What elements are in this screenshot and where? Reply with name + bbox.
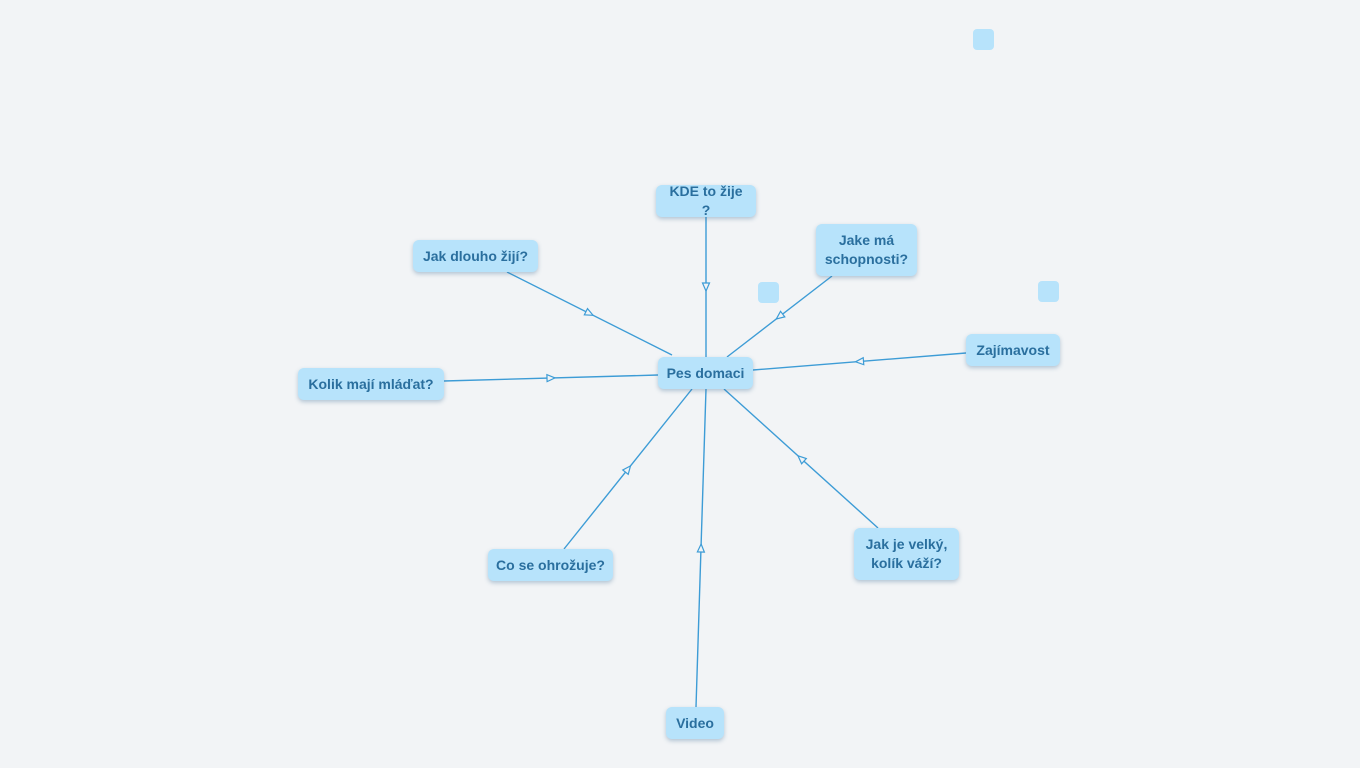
topic-node-kde[interactable]: KDE to žije ? [656,183,756,218]
central-topic-node[interactable]: Pes domaci [658,357,753,389]
empty-node[interactable] [973,29,994,50]
connector-line-ohrozuje [563,388,693,550]
connector-line-zajimavost [752,352,967,371]
topic-node-jak-dlouho[interactable]: Jak dlouho žijí? [413,240,538,272]
arrowhead-icon [775,310,786,320]
arrowhead-icon [546,373,557,383]
empty-node[interactable] [758,282,779,303]
topic-node-co-ohrozuje[interactable]: Co se ohrožuje? [488,549,613,581]
arrowhead-icon [696,542,706,553]
topic-node-jake-schopnosti[interactable]: Jake má schopnosti? [816,224,917,276]
topic-node-jak-velky[interactable]: Jak je velký, kolík váží? [854,528,959,580]
arrowhead-icon [854,356,865,366]
empty-node[interactable] [1038,281,1059,302]
connector-line-velky [723,388,879,529]
arrowhead-icon [796,454,808,465]
connector-line-video [695,388,707,708]
arrowhead-icon [701,282,711,293]
topic-node-kolik-mladat[interactable]: Kolik mají mláďat? [298,368,444,400]
topic-node-video[interactable]: Video [666,707,724,739]
topic-node-zajimavost[interactable]: Zajímavost [966,334,1060,366]
connector-line-dlouho [506,271,673,356]
arrowhead-icon [621,464,632,476]
connector-line-kolik [443,374,659,382]
connector-line-jake [726,275,833,358]
arrowhead-icon [583,307,595,316]
